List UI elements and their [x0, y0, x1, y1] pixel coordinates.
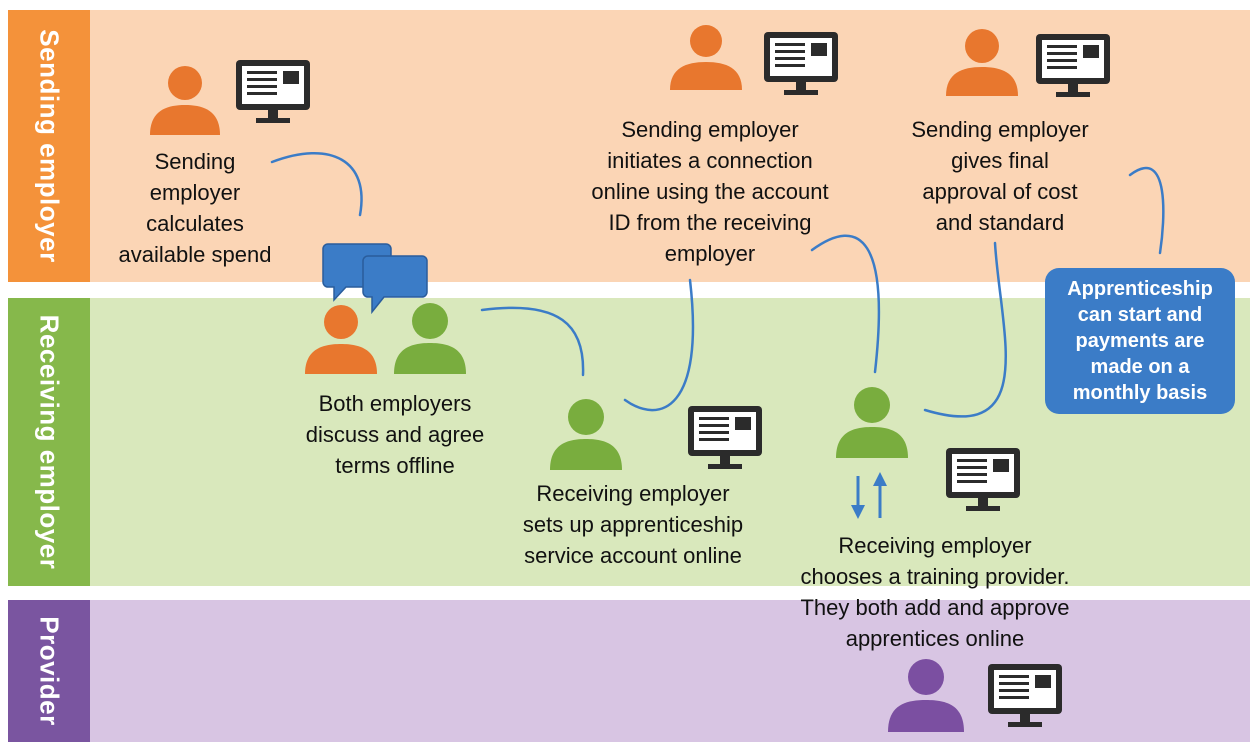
step-approve-text: Sending employer gives final approval of…: [911, 117, 1089, 235]
person-icon: [670, 25, 742, 90]
lane-title-receiving: Receiving employer: [34, 314, 65, 570]
person-icon: [150, 66, 220, 135]
person-icon: [305, 305, 377, 374]
person-icon: [394, 303, 466, 374]
step-discuss-text: Both employers discuss and agree terms o…: [305, 391, 485, 478]
step-start-box: Apprenticeship can start and payments ar…: [1045, 268, 1235, 414]
computer-icon: [764, 32, 838, 95]
person-icon: [946, 29, 1018, 96]
person-icon: [836, 387, 908, 458]
chat-bubbles-icon: [322, 243, 428, 314]
computer-icon: [688, 406, 762, 469]
lane-title-provider: Provider: [34, 616, 65, 726]
person-icon: [550, 399, 622, 470]
computer-icon: [946, 448, 1020, 511]
person-icon: [888, 659, 964, 732]
lane-receiving-employer: Receiving employer: [8, 298, 1250, 586]
computer-icon: [988, 664, 1062, 727]
computer-icon: [236, 60, 310, 123]
lane-label-receiving: Receiving employer: [8, 298, 90, 586]
step-calculate-text: Sending employer calculates available sp…: [118, 149, 272, 267]
step-connect-text: Sending employer initiates a connection …: [591, 117, 829, 266]
step-setup-text: Receiving employer sets up apprenticeshi…: [522, 481, 744, 568]
computer-icon: [1036, 34, 1110, 97]
lane-label-provider: Provider: [8, 600, 90, 742]
lane-title-sending: Sending employer: [34, 29, 65, 263]
lane-label-sending: Sending employer: [8, 10, 90, 282]
step-choose-text: Receiving employer chooses a training pr…: [800, 533, 1070, 651]
